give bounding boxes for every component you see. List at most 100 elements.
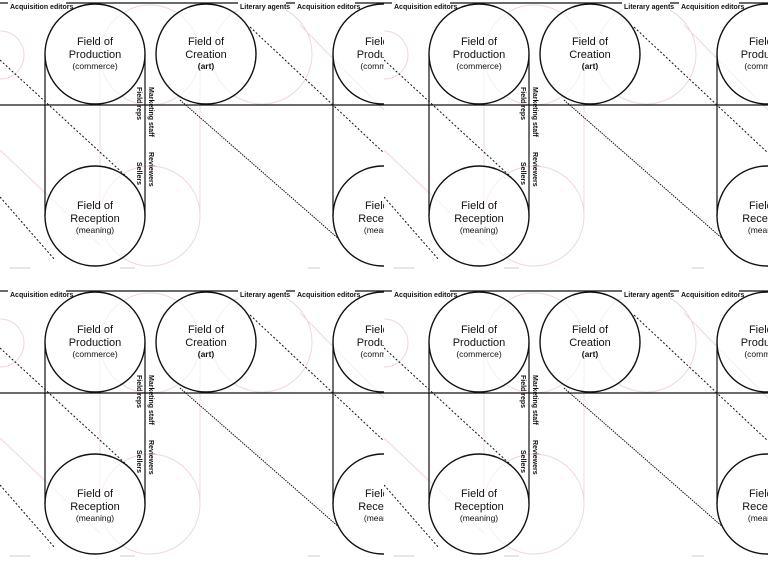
svg-text:Reception: Reception <box>70 213 120 225</box>
production-circle-right: Field of Production (commerce) <box>332 3 384 105</box>
svg-text:Field of: Field of <box>77 324 114 336</box>
svg-text:Reception: Reception <box>742 501 768 513</box>
production-circle: Field of Production (commerce) <box>428 291 530 393</box>
label-marketing-staff: Marketing staff <box>531 87 538 137</box>
diagram-tile: Field of Production (commerce) Field of … <box>0 0 384 288</box>
reception-circle: Field of Reception (meaning) <box>44 165 146 267</box>
svg-text:Reception: Reception <box>742 213 768 225</box>
svg-text:Reception: Reception <box>454 213 504 225</box>
svg-text:Field of: Field of <box>77 488 114 500</box>
label-sellers: Sellers <box>135 162 142 185</box>
svg-text:(meaning): (meaning) <box>76 225 114 235</box>
svg-text:Field of: Field of <box>188 324 225 336</box>
label-reviewers: Reviewers <box>147 152 154 187</box>
production-circle: Field of Production (commerce) <box>44 3 146 105</box>
label-reviewers: Reviewers <box>531 440 538 475</box>
label-literary-agents: Literary agents <box>240 292 290 299</box>
svg-text:(meaning): (meaning) <box>364 513 384 523</box>
svg-text:Field of: Field of <box>572 36 609 48</box>
svg-text:(meaning): (meaning) <box>460 513 498 523</box>
svg-text:(meaning): (meaning) <box>76 513 114 523</box>
field-diagram: Field of Production (commerce) Field of … <box>0 1 384 269</box>
diagram-tile: Field of Production (commerce) Field of … <box>384 0 768 288</box>
label-marketing-staff: Marketing staff <box>531 375 538 425</box>
reception-circle: Field of Reception (meaning) <box>44 453 146 555</box>
creation-circle: Field of Creation (art) <box>539 291 641 393</box>
label-marketing-staff: Marketing staff <box>147 87 154 137</box>
svg-text:Field of: Field of <box>461 200 498 212</box>
reception-circle-right: Field of Reception (meaning) <box>716 165 768 267</box>
svg-text:(commerce): (commerce) <box>72 61 118 71</box>
label-sellers: Sellers <box>135 450 142 473</box>
label-field-reps: Field reps <box>135 87 142 120</box>
svg-text:Creation: Creation <box>569 337 611 349</box>
svg-text:(art): (art) <box>582 61 599 71</box>
svg-text:Field of: Field of <box>77 200 114 212</box>
svg-text:(art): (art) <box>198 349 215 359</box>
svg-text:(meaning): (meaning) <box>364 225 384 235</box>
svg-text:Field of: Field of <box>365 36 384 48</box>
production-circle: Field of Production (commerce) <box>44 291 146 393</box>
label-literary-agents: Literary agents <box>624 292 674 299</box>
svg-text:(meaning): (meaning) <box>748 225 768 235</box>
svg-text:Production: Production <box>741 337 768 349</box>
reception-circle-right: Field of Reception (meaning) <box>332 165 384 267</box>
label-reviewers: Reviewers <box>531 152 538 187</box>
label-acquisition-editors: Acquisition editors <box>10 292 74 299</box>
svg-text:Reception: Reception <box>358 213 384 225</box>
label-acquisition-editors: Acquisition editors <box>394 4 458 11</box>
svg-text:Reception: Reception <box>358 501 384 513</box>
label-marketing-staff: Marketing staff <box>147 375 154 425</box>
svg-text:Field of: Field of <box>749 200 768 212</box>
production-circle: Field of Production (commerce) <box>428 3 530 105</box>
svg-text:(commerce): (commerce) <box>360 349 384 359</box>
svg-text:Field of: Field of <box>461 324 498 336</box>
svg-text:Field of: Field of <box>461 488 498 500</box>
svg-text:(commerce): (commerce) <box>360 61 384 71</box>
field-diagram: Field of Production (commerce) Field of … <box>0 289 384 557</box>
svg-text:(art): (art) <box>198 61 215 71</box>
svg-text:Field of: Field of <box>749 36 768 48</box>
svg-text:Creation: Creation <box>569 49 611 61</box>
label-acquisition-editors: Acquisition editors <box>10 4 74 11</box>
svg-text:(commerce): (commerce) <box>744 61 768 71</box>
label-acquisition-editors-right: Acquisition editors <box>297 4 361 11</box>
label-field-reps: Field reps <box>135 375 142 408</box>
production-circle-right: Field of Production (commerce) <box>332 291 384 393</box>
svg-text:Field of: Field of <box>365 488 384 500</box>
svg-text:Production: Production <box>453 49 506 61</box>
label-field-reps: Field reps <box>519 87 526 120</box>
svg-text:Production: Production <box>453 337 506 349</box>
diagram-tile: Field of Production (commerce) Field of … <box>384 288 768 576</box>
reception-circle: Field of Reception (meaning) <box>428 453 530 555</box>
svg-text:Field of: Field of <box>749 324 768 336</box>
field-diagram: Field of Production (commerce) Field of … <box>384 289 768 557</box>
svg-text:(meaning): (meaning) <box>748 513 768 523</box>
diagram-tile: Field of Production (commerce) Field of … <box>0 288 384 576</box>
svg-text:Creation: Creation <box>185 49 227 61</box>
svg-text:Production: Production <box>69 49 122 61</box>
label-acquisition-editors-right: Acquisition editors <box>297 292 361 299</box>
svg-text:Production: Production <box>69 337 122 349</box>
label-acquisition-editors-right: Acquisition editors <box>681 4 745 11</box>
label-literary-agents: Literary agents <box>624 4 674 11</box>
reception-circle-right: Field of Reception (meaning) <box>332 453 384 555</box>
label-acquisition-editors-right: Acquisition editors <box>681 292 745 299</box>
connector-lines <box>384 290 768 557</box>
production-circle-right: Field of Production (commerce) <box>716 291 768 393</box>
svg-text:(meaning): (meaning) <box>460 225 498 235</box>
reception-circle: Field of Reception (meaning) <box>428 165 530 267</box>
svg-text:(art): (art) <box>582 349 599 359</box>
creation-circle: Field of Creation (art) <box>155 3 257 105</box>
svg-text:Field of: Field of <box>461 36 498 48</box>
svg-text:Field of: Field of <box>749 488 768 500</box>
label-literary-agents: Literary agents <box>240 4 290 11</box>
svg-text:Field of: Field of <box>188 36 225 48</box>
svg-text:Field of: Field of <box>365 200 384 212</box>
svg-text:Field of: Field of <box>572 324 609 336</box>
creation-circle: Field of Creation (art) <box>539 3 641 105</box>
label-acquisition-editors: Acquisition editors <box>394 292 458 299</box>
svg-text:(commerce): (commerce) <box>72 349 118 359</box>
label-reviewers: Reviewers <box>147 440 154 475</box>
production-circle-right: Field of Production (commerce) <box>716 3 768 105</box>
